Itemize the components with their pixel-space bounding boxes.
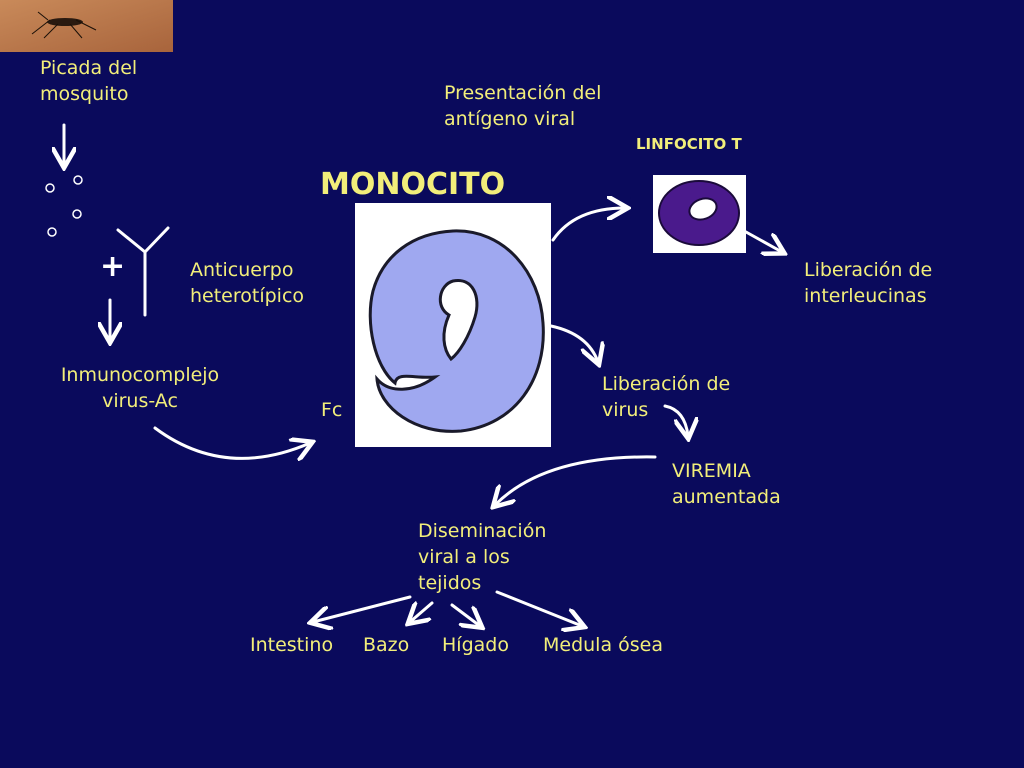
lymphocyte-label: LINFOCITO T [636,135,742,153]
fc-label: Fc [321,399,343,421]
arrow-to-spleen [410,603,434,622]
arrow-complex-to-fc [153,426,310,458]
arrow-lympho-to-interleukins [744,230,782,252]
plus-sign: + [100,249,126,284]
arrow-to-liver [450,603,480,626]
antibody-label: Anticuerpo heterotípico [190,259,305,307]
arrow-virus-to-viremia [663,404,688,436]
virus-release-label: Liberación de virus [602,373,731,421]
immunocomplex-label: Inmunocomplejo virus-Ac [60,364,220,412]
lymphocyte-image [653,175,746,253]
mosquito-bite-label: Picada del mosquito [40,57,138,105]
monocyte-title: MONOCITO [320,167,506,202]
interleukins-label: Liberación de interleucinas [804,259,933,307]
intestine-label: Intestino [250,634,334,656]
arrow-to-intestine [313,595,412,622]
monocyte-icon [368,229,545,433]
arrow-viremia-to-dissemination [495,455,657,505]
monocyte-image [355,203,551,447]
lymphocyte-icon [658,180,740,246]
dissemination-label: Diseminación viral a los tejidos [418,520,547,594]
marrow-label: Medula ósea [543,634,664,656]
antigen-presentation-label: Presentación del antígeno viral [444,82,602,130]
arrow-mono-to-virus-release [549,324,598,362]
arrow-to-marrow [495,590,582,626]
mosquito-photo [0,0,173,52]
antibody-icon [116,226,170,317]
viremia-label: VIREMIA aumentada [672,460,781,508]
liver-label: Hígado [442,634,509,656]
virus-particles-icon [45,175,83,237]
spleen-label: Bazo [363,634,410,656]
arrow-mono-to-lympho [551,208,625,242]
